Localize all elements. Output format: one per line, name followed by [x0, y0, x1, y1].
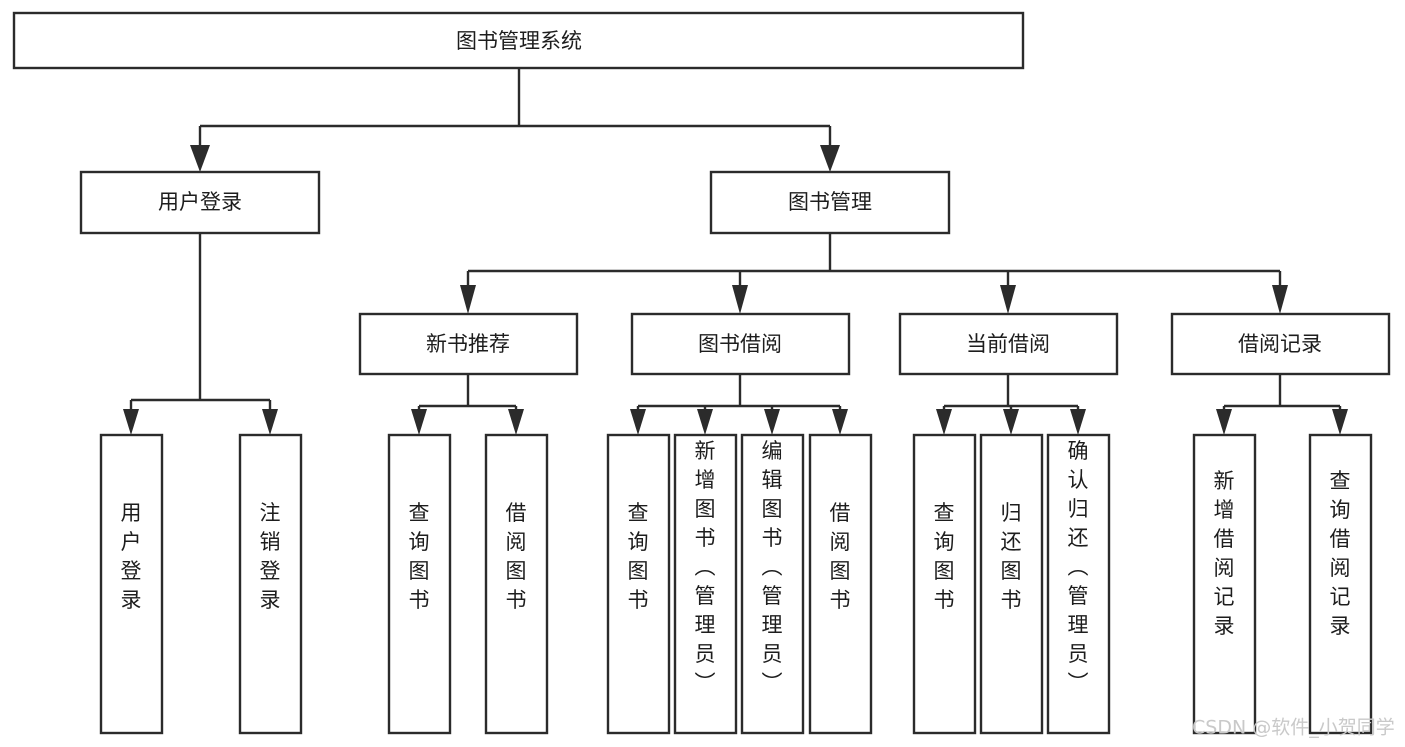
node-book-manage[interactable]: 图书管理 [709, 170, 951, 235]
arrow-head-to-book-manage [820, 145, 840, 172]
connector-group-bookborrow-to-leaves [630, 374, 848, 435]
arrow-head-leaf-borrow-book-2 [832, 409, 848, 435]
node-current-borrow-box[interactable] [898, 312, 1119, 376]
leaf-node-return-book-label: 归还图书 [1001, 501, 1022, 612]
node-new-book-recommend[interactable]: 新书推荐 [358, 312, 579, 376]
leaf-node-user-login[interactable]: 用户登录 [99, 433, 164, 735]
leaf-node-borrow-book-recommend[interactable]: 借阅图书 [484, 433, 549, 735]
leaf-node-query-borrow-record[interactable]: 查询借阅记录 [1308, 433, 1373, 735]
leaf-node-add-book-box[interactable] [673, 433, 738, 735]
node-book-borrow-box[interactable] [630, 312, 851, 376]
leaf-node-add-book[interactable]: 新增图书︵管理员︶ [673, 433, 738, 735]
leaf-node-borrow-book[interactable]: 借阅图书 [808, 433, 873, 735]
leaf-node-borrow-book-label: 借阅图书 [830, 501, 851, 612]
leaf-node-borrow-book-recommend-label: 借阅图书 [506, 501, 527, 612]
leaf-node-query-book-borrow-box[interactable] [606, 433, 671, 735]
leaf-node-query-book-recommend-label: 查询图书 [409, 501, 430, 612]
leaf-node-return-book-box[interactable] [979, 433, 1044, 735]
connector-group-root-to-level2 [190, 68, 840, 172]
leaf-node-borrow-book-recommend-box[interactable] [484, 433, 549, 735]
arrow-head-to-new-book [460, 285, 476, 314]
arrow-head-leaf-query-record [1332, 409, 1348, 435]
connector-group-bookmanage-to-level3 [460, 233, 1288, 314]
node-root-label: 图书管理系统 [456, 29, 582, 53]
arrow-head-to-book-borrow [732, 285, 748, 314]
leaf-node-edit-book-label: 编辑图书︵管理员︶ [762, 439, 783, 695]
leaf-node-query-book-borrow[interactable]: 查询图书 [606, 433, 671, 735]
arrow-head-to-current-borrow [1000, 285, 1016, 314]
node-current-borrow[interactable]: 当前借阅 [898, 312, 1119, 376]
leaf-node-user-login-box[interactable] [99, 433, 164, 735]
arrow-head-leaf-edit-book [764, 409, 780, 435]
leaf-node-return-book[interactable]: 归还图书 [979, 433, 1044, 735]
arrow-head-leaf-add-record [1216, 409, 1232, 435]
node-borrow-record-box[interactable] [1170, 312, 1391, 376]
leaf-node-confirm-return-label: 确认归还︵管理员︶ [1068, 439, 1089, 695]
connector-group-userlogin-to-leaves [123, 233, 278, 435]
leaf-node-confirm-return[interactable]: 确认归还︵管理员︶ [1046, 433, 1111, 735]
leaf-node-add-borrow-record-label: 新增借阅记录 [1214, 469, 1235, 638]
connector-group-currentborrow-to-leaves [936, 374, 1086, 435]
leaf-node-add-borrow-record-box[interactable] [1192, 433, 1257, 735]
arrow-head-leaf-user-login [123, 409, 139, 435]
node-book-borrow[interactable]: 图书借阅 [630, 312, 851, 376]
node-root-library-system[interactable]: 图书管理系统 [12, 11, 1025, 70]
node-user-login[interactable]: 用户登录 [79, 170, 321, 235]
leaf-node-query-borrow-record-box[interactable] [1308, 433, 1373, 735]
arrow-head-leaf-add-book [697, 409, 713, 435]
node-new-book-recommend-box[interactable] [358, 312, 579, 376]
leaf-node-user-login-label: 用户登录 [121, 501, 142, 612]
arrow-head-leaf-query-book-2 [630, 409, 646, 435]
leaf-node-confirm-return-box[interactable] [1046, 433, 1111, 735]
node-book-borrow-label: 图书借阅 [698, 332, 782, 356]
node-new-book-recommend-label: 新书推荐 [426, 332, 510, 356]
node-borrow-record-label: 借阅记录 [1238, 332, 1322, 356]
leaf-node-logout-box[interactable] [238, 433, 303, 735]
leaf-node-edit-book-box[interactable] [740, 433, 805, 735]
csdn-watermark: CSDN @软件_小贺同学 [1192, 717, 1395, 739]
node-borrow-record[interactable]: 借阅记录 [1170, 312, 1391, 376]
leaf-node-query-borrow-record-label: 查询借阅记录 [1330, 469, 1351, 638]
leaf-node-add-borrow-record[interactable]: 新增借阅记录 [1192, 433, 1257, 735]
node-current-borrow-label: 当前借阅 [966, 332, 1050, 356]
arrow-head-leaf-confirm-return [1070, 409, 1086, 435]
leaf-node-query-book-recommend[interactable]: 查询图书 [387, 433, 452, 735]
leaf-node-logout-label: 注销登录 [260, 501, 281, 612]
leaf-node-logout[interactable]: 注销登录 [238, 433, 303, 735]
arrow-head-leaf-query-book-1 [411, 409, 427, 435]
leaf-node-query-book-current-box[interactable] [912, 433, 977, 735]
leaf-node-query-book-recommend-box[interactable] [387, 433, 452, 735]
connector-group-borrowrecord-to-leaves [1216, 374, 1348, 435]
node-book-manage-box[interactable] [709, 170, 951, 235]
arrow-head-leaf-borrow-book-1 [508, 409, 524, 435]
node-book-manage-label: 图书管理 [788, 190, 872, 214]
arrow-head-leaf-return-book [1003, 409, 1019, 435]
arrow-head-to-user-login [190, 145, 210, 172]
leaf-node-borrow-book-box[interactable] [808, 433, 873, 735]
node-root-box[interactable] [12, 11, 1025, 70]
leaf-node-query-book-current[interactable]: 查询图书 [912, 433, 977, 735]
arrow-head-leaf-query-book-3 [936, 409, 952, 435]
leaf-node-add-book-label: 新增图书︵管理员︶ [695, 439, 716, 695]
node-user-login-label: 用户登录 [158, 190, 242, 214]
node-user-login-box[interactable] [79, 170, 321, 235]
leaf-node-query-book-borrow-label: 查询图书 [628, 501, 649, 612]
leaf-node-query-book-current-label: 查询图书 [934, 501, 955, 612]
arrow-head-leaf-logout [262, 409, 278, 435]
connector-group-newbook-to-leaves [411, 374, 524, 435]
arrow-head-to-borrow-record [1272, 285, 1288, 314]
leaf-node-edit-book[interactable]: 编辑图书︵管理员︶ [740, 433, 805, 735]
